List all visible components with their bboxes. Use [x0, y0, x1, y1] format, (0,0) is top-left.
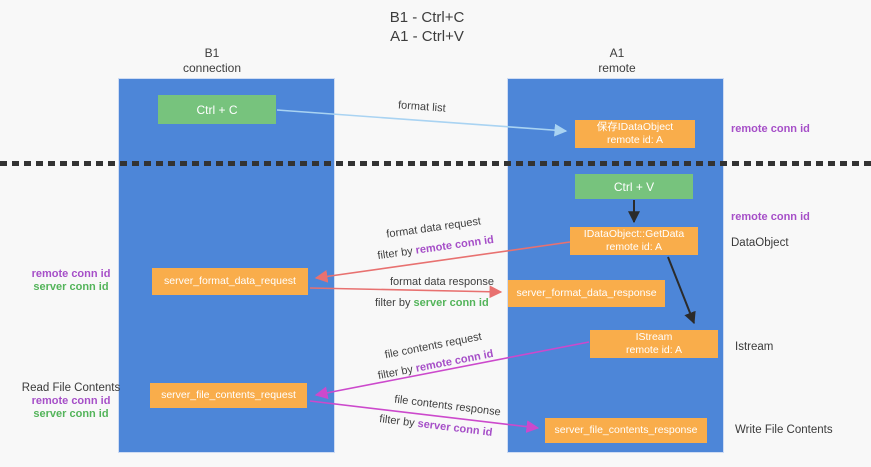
format-data-response-label: format data response: [390, 276, 494, 288]
node-server-file-contents-response: server_file_contents_response: [545, 418, 707, 443]
title-line-2: A1 - Ctrl+V: [390, 28, 464, 45]
node-idataobject-getdata-line1: IDataObject::GetData: [583, 228, 685, 240]
node-server-file-contents-request: server_file_contents_request: [150, 383, 307, 408]
remote-conn-id-label-top: remote conn id: [731, 123, 810, 135]
column-b1-name: B1: [204, 46, 220, 60]
format-data-response-filter-prefix: filter by: [375, 297, 414, 309]
file-contents-response-filter: filter by server conn id: [379, 413, 493, 439]
file-contents-response-filter-key: server conn id: [416, 417, 494, 439]
format-data-request-filter-key: remote conn id: [414, 233, 495, 257]
node-server-format-data-request-label: server_format_data_request: [164, 275, 296, 287]
istream-label: Istream: [735, 341, 774, 353]
column-a1-subtitle: remote: [598, 61, 636, 75]
left-mid-server-conn-id: server conn id: [33, 281, 109, 293]
node-save-idataobject-line1: 保存IDataObject: [596, 121, 674, 133]
dataobject-label: DataObject: [731, 237, 789, 249]
node-server-format-data-response: server_format_data_response: [508, 280, 665, 307]
column-header-a1: A1 remote: [527, 46, 707, 76]
left-bottom-remote-conn-id: remote conn id: [31, 395, 111, 407]
node-ctrl-v-label: Ctrl + V: [613, 179, 655, 194]
format-data-request-filter-prefix: filter by: [376, 244, 417, 263]
diagram-title: B1 - Ctrl+C A1 - Ctrl+V: [0, 8, 854, 46]
remote-conn-id-label-mid: remote conn id: [731, 211, 810, 223]
format-data-response-filter-key: server conn id: [413, 297, 489, 309]
node-istream-line2: remote id: A: [625, 344, 683, 356]
file-contents-request-filter-prefix: filter by: [376, 362, 418, 383]
node-server-file-contents-response-label: server_file_contents_response: [554, 424, 698, 436]
node-server-file-contents-request-label: server_file_contents_request: [161, 389, 296, 401]
column-a1-name: A1: [609, 46, 625, 60]
node-ctrl-c: Ctrl + C: [158, 95, 276, 124]
node-server-format-data-request: server_format_data_request: [152, 268, 308, 295]
file-contents-response-filter-prefix: filter by: [378, 413, 419, 430]
format-list-label: format list: [397, 99, 447, 115]
node-istream-line1: IStream: [635, 331, 673, 343]
title-line-1: B1 - Ctrl+C: [389, 9, 465, 26]
format-data-response-arrow: [309, 285, 503, 299]
node-idataobject-getdata: IDataObject::GetData remote id: A: [570, 227, 698, 255]
column-b1-subtitle: connection: [182, 61, 242, 75]
left-bottom-server-conn-id: server conn id: [33, 408, 109, 420]
format-data-response-filter: filter by server conn id: [375, 297, 489, 309]
node-save-idataobject-line2: remote id: A: [606, 134, 664, 146]
left-mid-remote-conn-id: remote conn id: [31, 268, 111, 280]
write-file-contents-label: Write File Contents: [735, 424, 833, 436]
read-file-contents-label: Read File Contents: [21, 382, 121, 394]
column-header-b1: B1 connection: [122, 46, 302, 76]
node-ctrl-c-label: Ctrl + C: [196, 102, 238, 117]
node-idataobject-getdata-line2: remote id: A: [605, 241, 663, 253]
file-contents-response-label: file contents response: [393, 393, 502, 419]
node-server-format-data-response-label: server_format_data_response: [516, 287, 657, 299]
boundary-dashed-line: [0, 161, 871, 166]
left-conn-id-group-bottom: Read File Contents remote conn id server…: [6, 382, 136, 421]
left-conn-id-group-mid: remote conn id server conn id: [6, 268, 136, 294]
node-save-idataobject: 保存IDataObject remote id: A: [575, 120, 695, 148]
node-istream: IStream remote id: A: [590, 330, 718, 358]
node-ctrl-v: Ctrl + V: [575, 174, 693, 199]
